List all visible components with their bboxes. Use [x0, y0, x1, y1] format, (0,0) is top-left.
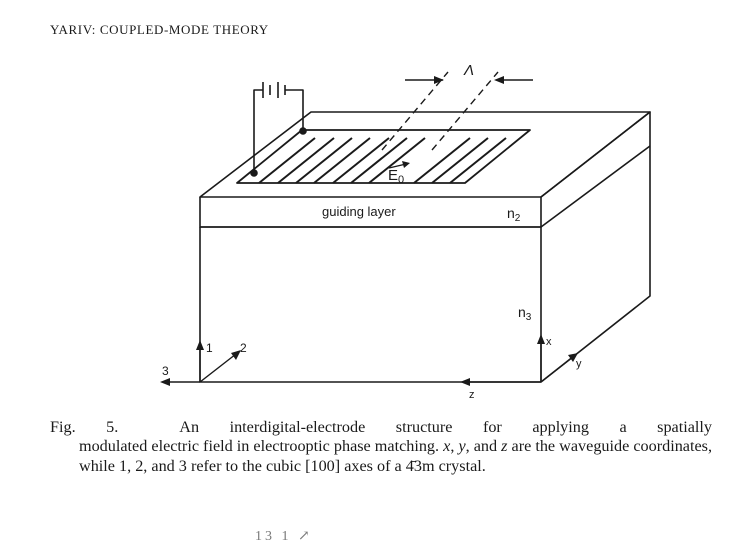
n2-label-sub: 2 [515, 213, 521, 224]
period-label: Λ [463, 62, 474, 79]
period-arrow-left [434, 76, 444, 84]
caption-rest-a: modulated electric field in electrooptic… [79, 437, 444, 456]
caption-var-x: x [443, 437, 451, 456]
field-label: E0 [388, 167, 404, 186]
n3-label-main: n [518, 304, 526, 320]
box-layer-side-edge [540, 145, 651, 228]
caption-crystal-class: 4̄3m [405, 456, 435, 475]
n3-label: n3 [518, 304, 532, 323]
guiding-layer-label: guiding layer [322, 204, 396, 219]
waveguide-axes [468, 340, 574, 383]
caption-rest-b: are the waveguide coordinates, while 1, … [79, 437, 713, 475]
caption-sep-1: , [450, 437, 459, 456]
caption-fig-number: Fig. 5. [50, 418, 119, 436]
caption-var-y: y [458, 437, 466, 456]
axis-1-arrowhead [196, 340, 204, 350]
axis-z-label: z [469, 389, 475, 401]
battery-circuit [253, 82, 304, 172]
n2-label-main: n [507, 205, 515, 221]
page-footer-fragment: 13 1 ↗ [255, 529, 313, 544]
axis-3-label: 3 [162, 364, 169, 378]
axis-y-arrowhead [568, 353, 578, 362]
axis-3-arrowhead [160, 378, 170, 386]
interdigital-electrode-figure: Λ E0 guiding layer n2 n3 1 2 3 x y z [160, 62, 651, 401]
electrode-contact-left [250, 169, 258, 177]
electrode-fingers [258, 137, 507, 184]
axis-x-label: x [546, 336, 552, 348]
caption-rest-c: crystal. [434, 456, 486, 475]
field-label-main: E [388, 167, 398, 184]
crystal-axes [168, 348, 237, 383]
axis-2-arrowhead [231, 350, 241, 360]
field-arrow-head [402, 161, 410, 168]
caption-continuation: modulated electric field in electrooptic… [50, 437, 712, 476]
period-arrow-right [494, 76, 504, 84]
n2-label: n2 [507, 205, 521, 224]
box-top-face [199, 111, 651, 198]
axis-y-label: y [576, 358, 582, 370]
caption-line-1: An interdigital-electrode structure for … [179, 418, 712, 436]
running-head: YARIV: COUPLED-MODE THEORY [50, 22, 269, 37]
figure-caption: Fig. 5. An interdigital-electrode struct… [50, 418, 712, 476]
axis-2-label: 2 [240, 341, 247, 355]
axis-z-arrowhead [460, 378, 470, 386]
caption-first-line: Fig. 5. An interdigital-electrode struct… [50, 418, 712, 437]
period-marker [381, 71, 533, 151]
axis-1-label: 1 [206, 341, 213, 355]
box-front-face [199, 227, 542, 383]
electrode-contact-right [299, 127, 307, 135]
electrode-frame [236, 129, 531, 184]
field-label-sub: 0 [398, 174, 404, 186]
n3-label-sub: 3 [526, 312, 532, 323]
axis-x-arrowhead [537, 334, 545, 344]
caption-sep-2: , and [465, 437, 502, 456]
box-right-face [540, 111, 651, 383]
caption-var-z: z [501, 437, 508, 456]
